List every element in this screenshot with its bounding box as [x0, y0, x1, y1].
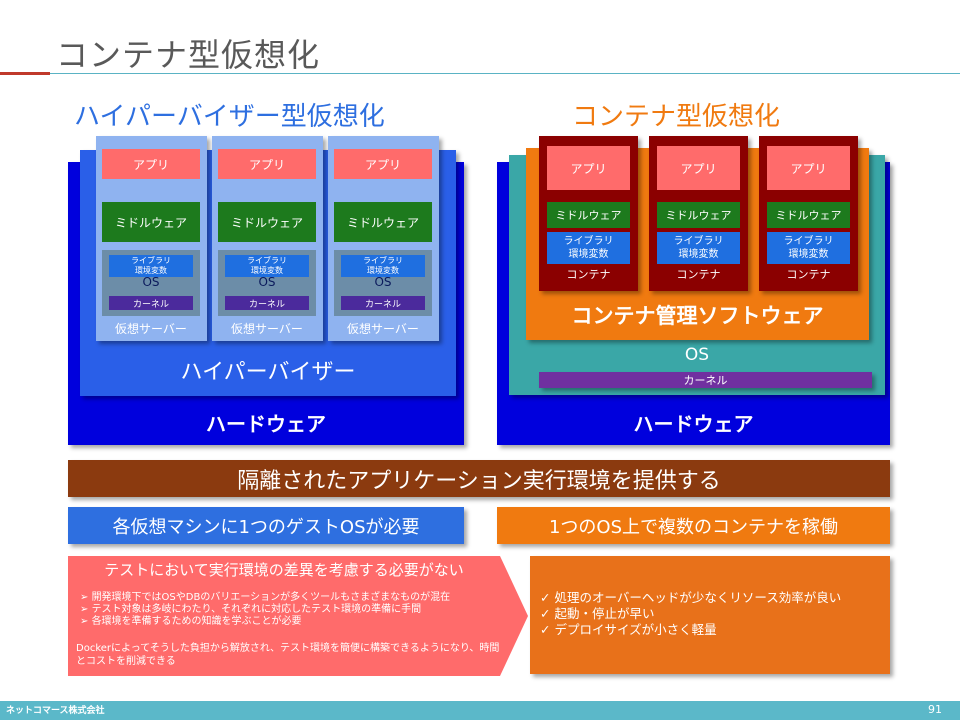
vm-server-label: 仮想サーバー	[347, 321, 419, 336]
container-2: アプリ ミドルウェア ライブラリ 環境変数 コンテナ	[649, 136, 748, 291]
docker-note: Dockerによってそうした負担から解放され、テスト環境を簡便に構築できるように…	[76, 643, 500, 667]
vm-library: ライブラリ 環境変数	[109, 255, 193, 277]
vm-middleware: ミドルウェア	[102, 202, 200, 242]
vm-kernel: カーネル	[341, 296, 425, 310]
container-3: アプリ ミドルウェア ライブラリ 環境変数 コンテナ	[759, 136, 858, 291]
hypervisor-requirement: 各仮想マシンに1つのゲストOSが必要	[68, 507, 464, 544]
vm-kernel: カーネル	[109, 296, 193, 310]
vm-middleware: ミドルウェア	[218, 202, 316, 242]
container-benefit-list: 処理のオーバーヘッドが少なくリソース効率が良い 起動・停止が早い デプロイサイズ…	[540, 590, 886, 638]
container-manager-label: コンテナ管理ソフトウェア	[571, 304, 824, 328]
virtual-server-3: アプリ ミドルウェア ライブラリ 環境変数 OS カーネル 仮想サーバー	[328, 136, 439, 341]
benefit-item: 起動・停止が早い	[540, 606, 886, 622]
virtual-server-1: アプリ ミドルウェア ライブラリ 環境変数 OS カーネル 仮想サーバー	[96, 136, 207, 341]
testing-issue-list: 開発環境下ではOSやDBのバリエーションが多くツールもさまざまなものが混在 テス…	[80, 592, 510, 628]
container-1: アプリ ミドルウェア ライブラリ 環境変数 コンテナ	[539, 136, 638, 291]
benefit-item: 処理のオーバーヘッドが少なくリソース効率が良い	[540, 590, 886, 606]
container-library: ライブラリ 環境変数	[547, 232, 630, 264]
testing-benefit-heading: テストにおいて実行環境の差異を考慮する必要がない	[104, 560, 464, 579]
vm-app: アプリ	[102, 149, 200, 179]
vm-kernel: カーネル	[225, 296, 309, 310]
hypervisor-hardware-label: ハードウェア	[206, 411, 326, 436]
title-rule-accent	[0, 72, 50, 75]
vm-middleware: ミドルウェア	[334, 202, 432, 242]
container-app: アプリ	[767, 146, 850, 190]
vm-app: アプリ	[218, 149, 316, 179]
hypervisor-section-title: ハイパーバイザー型仮想化	[74, 102, 385, 132]
container-app: アプリ	[657, 146, 740, 190]
container-section-title: コンテナ型仮想化	[572, 102, 781, 132]
testing-issue-item: 開発環境下ではOSやDBのバリエーションが多くツールもさまざまなものが混在	[80, 592, 510, 604]
vm-library: ライブラリ 環境変数	[341, 255, 425, 277]
container-middleware: ミドルウェア	[547, 202, 630, 228]
footer-company-name: ネットコマース株式会社	[6, 706, 105, 716]
container-kernel-bar: カーネル	[539, 372, 872, 388]
slide-title: コンテナ型仮想化	[56, 36, 321, 74]
footer-bar	[0, 701, 960, 720]
virtual-server-2: アプリ ミドルウェア ライブラリ 環境変数 OS カーネル 仮想サーバー	[212, 136, 323, 341]
vm-server-label: 仮想サーバー	[115, 321, 187, 336]
container-label: コンテナ	[786, 268, 831, 281]
hypervisor-label: ハイパーバイザー	[180, 360, 356, 385]
testing-issue-item: テスト対象は多岐にわたり、それぞれに対応したテスト環境の準備に手間	[80, 604, 510, 616]
testing-issue-item: 各環境を準備するための知識を学ぶことが必要	[80, 616, 510, 628]
container-library: ライブラリ 環境変数	[657, 232, 740, 264]
container-hardware-label: ハードウェア	[633, 411, 754, 436]
container-requirement: 1つのOS上で複数のコンテナを稼働	[497, 507, 890, 544]
page-number: 91	[928, 703, 942, 716]
container-middleware: ミドルウェア	[657, 202, 740, 228]
vm-os-label: OS	[374, 275, 392, 289]
vm-os-block: ライブラリ 環境変数 OS カーネル	[218, 250, 316, 316]
vm-os-block: ライブラリ 環境変数 OS カーネル	[102, 250, 200, 316]
container-app: アプリ	[547, 146, 630, 190]
container-middleware: ミドルウェア	[767, 202, 850, 228]
container-label: コンテナ	[566, 268, 611, 281]
vm-server-label: 仮想サーバー	[231, 321, 303, 336]
title-rule	[50, 73, 960, 74]
vm-library: ライブラリ 環境変数	[225, 255, 309, 277]
container-label: コンテナ	[676, 268, 721, 281]
container-os-label: OS	[684, 345, 710, 365]
vm-os-label: OS	[258, 275, 276, 289]
container-library: ライブラリ 環境変数	[767, 232, 850, 264]
isolation-banner: 隔離されたアプリケーション実行環境を提供する	[68, 460, 890, 497]
vm-app: アプリ	[334, 149, 432, 179]
vm-os-block: ライブラリ 環境変数 OS カーネル	[334, 250, 432, 316]
benefit-item: デプロイサイズが小さく軽量	[540, 622, 886, 638]
vm-os-label: OS	[142, 275, 160, 289]
